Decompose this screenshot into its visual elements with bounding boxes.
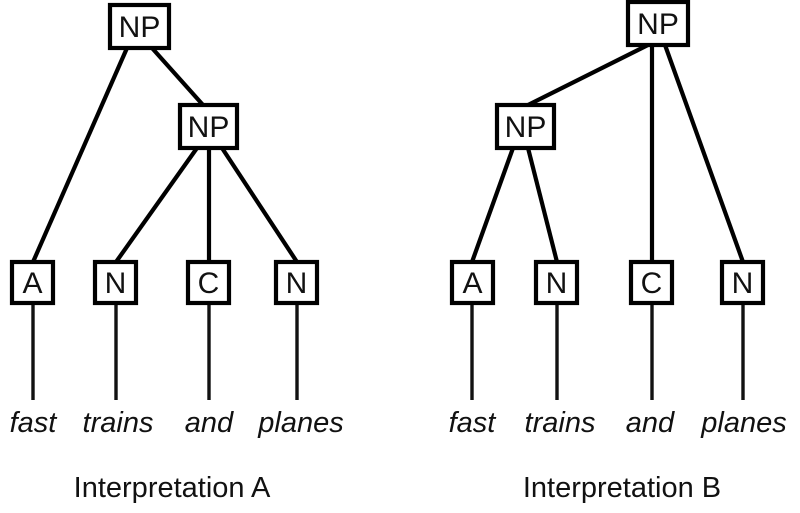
- node-label: C: [641, 267, 663, 300]
- captions-layer: Interpretation A Interpretation B: [74, 472, 721, 504]
- node-box: [9, 259, 56, 306]
- node-box: [449, 259, 496, 306]
- tree-node: NP: [107, 2, 172, 51]
- node-box: [185, 259, 232, 306]
- tree-edge: [220, 146, 299, 264]
- tree-node: NP: [494, 102, 557, 151]
- leaf-word: fast: [449, 407, 498, 439]
- edges-layer: [31, 43, 745, 264]
- leaf-word: trains: [525, 407, 596, 439]
- node-label: C: [198, 267, 220, 300]
- node-box: [625, 0, 691, 48]
- node-label: A: [22, 267, 42, 300]
- leaf-word: fast: [10, 407, 59, 439]
- node-box: [273, 259, 320, 306]
- node-label: A: [462, 267, 482, 300]
- tree-node: NP: [625, 0, 691, 48]
- tree-edge: [114, 146, 199, 264]
- node-box: [533, 259, 580, 306]
- tree-node: N: [92, 259, 139, 306]
- node-label: NP: [637, 8, 679, 41]
- leaf-word: planes: [700, 407, 786, 439]
- leaf-word: planes: [257, 407, 343, 439]
- node-label: N: [105, 267, 127, 300]
- tree-node: N: [533, 259, 580, 306]
- node-label: NP: [188, 111, 230, 144]
- tree-edge: [525, 147, 560, 263]
- leaf-word: and: [626, 407, 675, 439]
- leaf-word: trains: [83, 407, 154, 439]
- tree-edge: [527, 43, 649, 107]
- tree-caption: Interpretation B: [523, 472, 721, 504]
- tree-edge: [31, 47, 129, 263]
- node-box: [628, 259, 675, 306]
- node-label: N: [732, 267, 754, 300]
- node-box: [719, 259, 766, 306]
- stems-layer: [31, 303, 745, 400]
- tree-caption: Interpretation A: [74, 472, 271, 504]
- leaf-word: and: [185, 407, 234, 439]
- nodes-layer: NP NP A N C N NP NP A N C N: [9, 0, 766, 306]
- tree-edge: [663, 44, 745, 263]
- node-label: NP: [119, 11, 161, 44]
- node-box: [92, 259, 139, 306]
- tree-node: NP: [177, 102, 240, 151]
- node-label: NP: [505, 111, 547, 144]
- tree-node: A: [9, 259, 56, 306]
- tree-edge: [150, 46, 205, 107]
- node-box: [494, 102, 557, 151]
- words-layer: fast trains and planes fast trains and planes: [10, 407, 787, 439]
- node-box: [177, 102, 240, 151]
- node-label: N: [546, 267, 568, 300]
- tree-node: C: [628, 259, 675, 306]
- tree-node: N: [273, 259, 320, 306]
- tree-node: N: [719, 259, 766, 306]
- tree-node: C: [185, 259, 232, 306]
- tree-node: A: [449, 259, 496, 306]
- node-box: [107, 2, 172, 51]
- tree-edge: [470, 147, 515, 263]
- node-label: N: [286, 267, 308, 300]
